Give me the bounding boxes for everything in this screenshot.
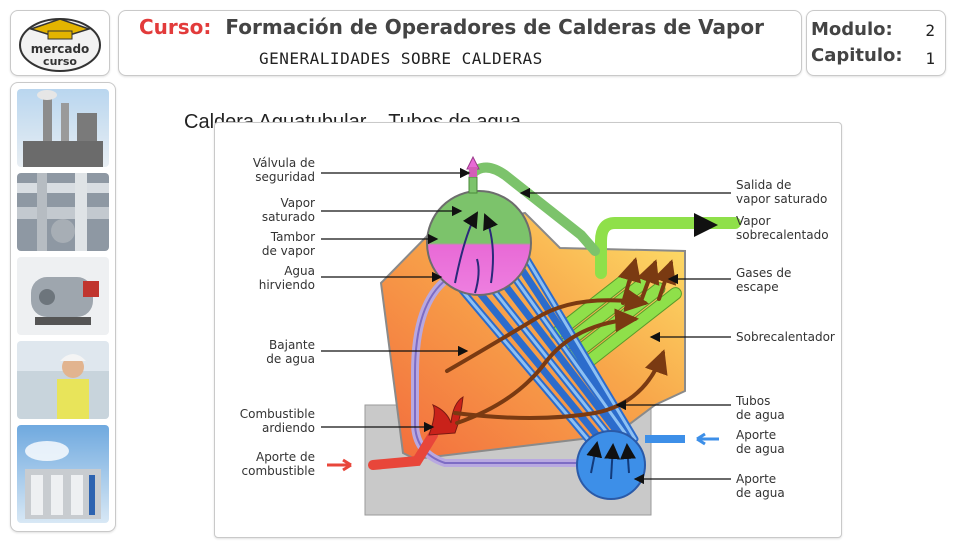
label-water-tubes-line-1: Tubos [735,394,770,408]
course-name: Formación de Operadores de Calderas de V… [225,15,764,39]
label-exhaust-gases-line-1: Gases de [736,266,791,280]
chapter-label: Capitulo: [811,45,903,66]
hot-gas-flow-arrows [445,257,677,425]
label-leader-lines [321,167,731,485]
photo-tanks [17,425,109,523]
safety-valve [468,176,478,194]
label-steam-drum-line-2: de vapor [262,244,315,258]
module-box: Modulo: 2 Capitulo: 1 [806,10,946,76]
logo-box: mercado curso [10,10,110,76]
label-boiling-water-line-1: Agua [284,264,315,278]
label-downcomer-line-1: Bajante [269,338,315,352]
label-superheated-steam-line-1: Vapor [736,214,771,228]
svg-text:mercado: mercado [31,42,90,56]
label-saturated-steam-outlet-line-1: Salida de [736,178,791,192]
photo-pipes [17,173,109,251]
label-saturated-steam-line-2: saturado [262,210,315,224]
mercadocurso-logo: mercado curso [19,18,101,72]
boiler-diagram-panel: Válvula de seguridad Vapor saturado Tamb… [214,122,842,538]
svg-text:curso: curso [43,55,77,68]
label-water-supply-2-line-1: Aporte [736,472,776,486]
course-label: Curso: [139,15,212,39]
course-subtitle: GENERALIDADES SOBRE CALDERAS [259,49,543,68]
label-superheated-steam-line-2: sobrecalentado [736,228,829,242]
side-photo-panel [10,82,116,532]
label-downcomer-line-2: de agua [266,352,315,366]
label-superheater: Sobrecalentador [736,330,835,344]
left-labels: Válvula de seguridad Vapor saturado Tamb… [240,156,315,478]
label-saturated-steam-outlet-line-2: vapor saturado [736,192,827,206]
label-steam-drum-line-1: Tambor [270,230,315,244]
photo-operator [17,341,109,419]
label-exhaust-gases-line-2: escape [736,280,779,294]
photo-boiler [17,257,109,335]
label-burning-fuel-line-1: Combustible [240,407,315,421]
chapter-value: 1 [925,49,935,68]
fuel-inlet-pipe [368,430,438,470]
label-water-supply-2-line-2: de agua [736,486,785,500]
label-water-supply-1-line-1: Aporte [736,428,776,442]
water-tube-boiler-diagram: Válvula de seguridad Vapor saturado Tamb… [240,155,835,516]
superheated-steam-line [595,217,741,279]
label-saturated-steam-line-1: Vapor [280,196,315,210]
label-boiling-water-line-2: hirviendo [259,278,315,292]
label-water-tubes-line-2: de agua [736,408,785,422]
right-labels: Salida de vapor saturado Vapor sobrecale… [735,178,835,500]
module-label: Modulo: [811,19,893,40]
label-safety-valve-line-2: seguridad [255,170,315,184]
label-fuel-supply-line-2: combustible [242,464,315,478]
module-value: 2 [925,21,935,40]
label-fuel-supply-line-1: Aporte de [256,450,315,464]
label-safety-valve-line-1: Válvula de [253,156,315,170]
label-burning-fuel-line-2: ardiendo [262,421,315,435]
label-water-supply-1-line-2: de agua [736,442,785,456]
steam-drum [426,190,532,296]
photo-power-plant [17,89,109,167]
course-title-box: Curso: Formación de Operadores de Caldera… [118,10,802,76]
course-title: Curso: Formación de Operadores de Caldera… [139,15,764,39]
